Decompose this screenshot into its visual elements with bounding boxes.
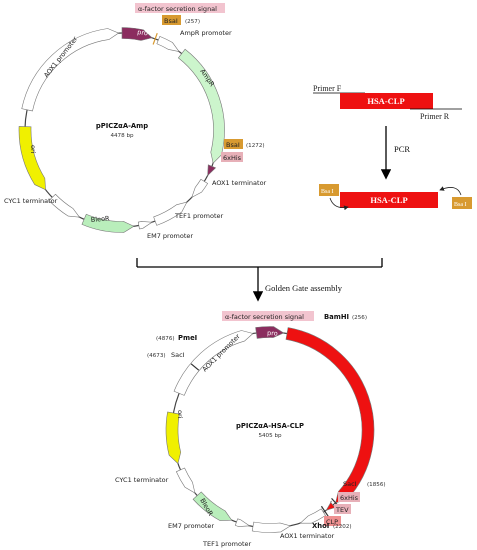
saci-top-pos: (4673)	[147, 353, 166, 359]
bsa1-top-pos: (257)	[185, 19, 200, 25]
alpha-factor-label: α-factor secretion signal	[138, 5, 217, 13]
tev-box	[334, 504, 351, 514]
bleor-label: BleoR	[90, 214, 110, 224]
bamhi-label: BamHI	[324, 313, 349, 321]
saci-bottom-pos: (1856)	[367, 482, 386, 488]
pro-arc	[121, 27, 153, 41]
em7-promoter-label: EM7 promoter	[147, 232, 193, 240]
ampr-promoter-arc	[156, 35, 180, 52]
pro-label: pro	[137, 28, 149, 37]
aox1-terminator-arc-bottom	[299, 508, 326, 524]
bsa-left-cut-arrow	[329, 197, 349, 211]
bsa1-top-label: BsaI	[164, 17, 178, 25]
bsa1-top-box	[162, 15, 181, 25]
insert-label: HSA-CLP	[367, 96, 404, 106]
pmei-label: PmeI	[178, 334, 197, 342]
his-bottom-label: 6xHis	[340, 494, 359, 502]
ori-bottom-label: ori	[176, 410, 184, 419]
plasmid-top-size: 4478 bp	[110, 133, 134, 139]
pmei-pos: (4876)	[156, 336, 175, 342]
xhoi-site	[320, 505, 329, 517]
xhoi-label: XhoI	[312, 522, 329, 530]
clp-label: CLP	[326, 518, 338, 526]
pmei-site	[190, 363, 200, 371]
pro-arc-bottom	[255, 326, 285, 339]
xhoi-pos: (2202)	[333, 524, 352, 530]
his-bottom-box	[338, 492, 360, 502]
insert2-label: HSA-CLP	[370, 195, 407, 205]
cyc1-terminator-arc-bottom	[175, 467, 196, 494]
primer-f-label: Primer F	[313, 84, 342, 93]
bamhi-pos: (256)	[352, 315, 367, 321]
ampr-arc	[177, 48, 225, 164]
his-box	[221, 152, 243, 162]
tev-label: TEV	[335, 506, 349, 514]
bsa-left-label: Bsa I	[321, 189, 334, 195]
clp-box	[324, 516, 341, 526]
assembly-label: Golden Gate assembly	[265, 283, 343, 293]
his-label: 6xHis	[223, 154, 242, 162]
bsa-left-box	[319, 184, 339, 196]
saci-bottom-label: SacI	[343, 480, 357, 488]
aox1-promoter-label: AOX1 promoter	[42, 35, 79, 79]
cyc1-terminator-bottom-label: CYC1 terminator	[115, 476, 169, 484]
hsa-arc	[285, 327, 375, 504]
aox1-promoter-arc-bottom	[173, 330, 254, 396]
plasmid-top-name: pPICZαA-Amp	[96, 122, 148, 130]
pro-bottom-label: pro	[267, 329, 278, 338]
pcr-label: PCR	[394, 144, 410, 154]
plasmid-bottom: pPICZαA-HSA-CLP 5405 bp α-factor secreti…	[115, 311, 386, 548]
plasmid-bottom-size: 5405 bp	[258, 433, 282, 439]
ori-arc	[18, 126, 46, 191]
tef1-promoter-label: TEF1 promoter	[174, 212, 224, 220]
em7-promoter-arc-bottom	[234, 518, 251, 527]
his-arc	[207, 164, 217, 177]
tef1-promoter-arc-bottom	[251, 521, 292, 533]
insert-block	[340, 93, 433, 109]
plasmid-top: pPICZαA-Amp 4478 bp α-factor secretion s…	[4, 3, 267, 240]
aox1-promoter-arc	[21, 28, 120, 112]
cyc1-terminator-arc	[48, 193, 81, 218]
alpha-factor-box	[135, 3, 225, 13]
bsa1-top-site	[152, 33, 158, 45]
cyc1-terminator-label: CYC1 terminator	[4, 197, 58, 205]
bsa1-mid-box	[224, 139, 243, 149]
em7-promoter-bottom-label: EM7 promoter	[168, 522, 214, 530]
aox1-terminator-arc	[191, 178, 209, 199]
insert2-block	[340, 192, 438, 208]
aox1-terminator-bottom-label: AOX1 terminator	[280, 532, 335, 540]
bleor-arc-bottom	[192, 491, 233, 521]
aox1-terminator-label: AOX1 terminator	[212, 179, 267, 187]
tef1-promoter-bottom-label: TEF1 promoter	[202, 540, 252, 548]
pcr-panel: Primer F HSA-CLP Primer R PCR Bsa I HSA-…	[313, 84, 472, 211]
saci-top-label: SacI	[171, 351, 185, 359]
ori-arc-bottom	[165, 411, 182, 465]
bleor-arc	[81, 213, 135, 233]
ampr-promoter-label: AmpR promoter	[180, 29, 232, 37]
bsa-right-box	[452, 197, 472, 209]
ori-label: ori	[29, 145, 37, 154]
bsa1-mid-pos: (1272)	[246, 143, 265, 149]
primer-r-label: Primer R	[420, 112, 450, 121]
bsa1-mid-label: BsaI	[226, 141, 240, 149]
bsa-right-cut-arrow	[439, 186, 462, 196]
em7-promoter-arc	[137, 221, 153, 230]
alpha-factor-box-bottom	[222, 311, 314, 321]
tef1-promoter-arc	[153, 201, 188, 226]
assembly-bracket: Golden Gate assembly	[136, 258, 383, 302]
hsa-label: HSA	[345, 393, 357, 409]
plasmid-bottom-name: pPICZαA-HSA-CLP	[236, 422, 304, 430]
bsa-right-label: Bsa I	[454, 202, 467, 208]
alpha-factor-label-bottom: α-factor secretion signal	[225, 313, 304, 321]
